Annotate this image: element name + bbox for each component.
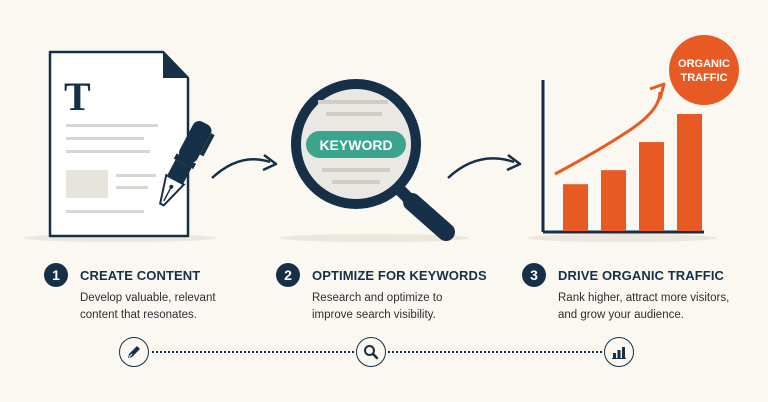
fountain-pen-icon — [159, 121, 215, 207]
arrow-1-icon — [211, 154, 278, 179]
step-1-description: Develop valuable, relevant content that … — [80, 290, 270, 324]
timeline-connector-1 — [152, 351, 354, 353]
document-icon: T — [48, 50, 190, 238]
document-letter: T — [64, 74, 91, 119]
badge-line-1: ORGANIC — [678, 58, 730, 70]
step-3-description: Rank higher, attract more visitors, and … — [558, 290, 758, 324]
traffic-chart: ORGANIC TRAFFIC — [541, 35, 739, 234]
badge-line-2: TRAFFIC — [680, 72, 727, 84]
step-1-desc-line-1: Develop valuable, relevant — [80, 292, 216, 304]
pen-icon — [119, 337, 149, 367]
traffic-bar-4 — [677, 114, 702, 231]
magnifier-icon: KEYWORD — [291, 79, 455, 241]
organic-traffic-badge — [669, 35, 739, 105]
step-1-title: CREATE CONTENT — [80, 268, 201, 283]
traffic-bar-3 — [639, 142, 664, 231]
step-2-number: 2 — [276, 263, 300, 287]
step-1-number: 1 — [44, 263, 68, 287]
traffic-bar-1 — [563, 184, 588, 231]
step-2-desc-line-1: Research and optimize to — [312, 292, 443, 304]
step-3-title: DRIVE ORGANIC TRAFFIC — [558, 268, 725, 283]
step-2-title: OPTIMIZE FOR KEYWORDS — [312, 268, 487, 283]
step-3-desc-line-2: and grow your audience. — [558, 309, 684, 321]
bar-chart-icon — [604, 337, 634, 367]
step-2-description: Research and optimize to improve search … — [312, 290, 502, 324]
keyword-label: KEYWORD — [319, 137, 392, 153]
step-1-desc-line-2: content that resonates. — [80, 309, 197, 321]
magnifier-icon — [356, 337, 386, 367]
arrow-2-icon — [447, 154, 522, 179]
traffic-bar-2 — [601, 170, 626, 231]
step-2-desc-line-2: improve search visibility. — [312, 309, 436, 321]
step-3-desc-line-1: Rank higher, attract more visitors, — [558, 292, 730, 304]
step-3-number: 3 — [522, 263, 546, 287]
timeline-connector-2 — [388, 351, 602, 353]
